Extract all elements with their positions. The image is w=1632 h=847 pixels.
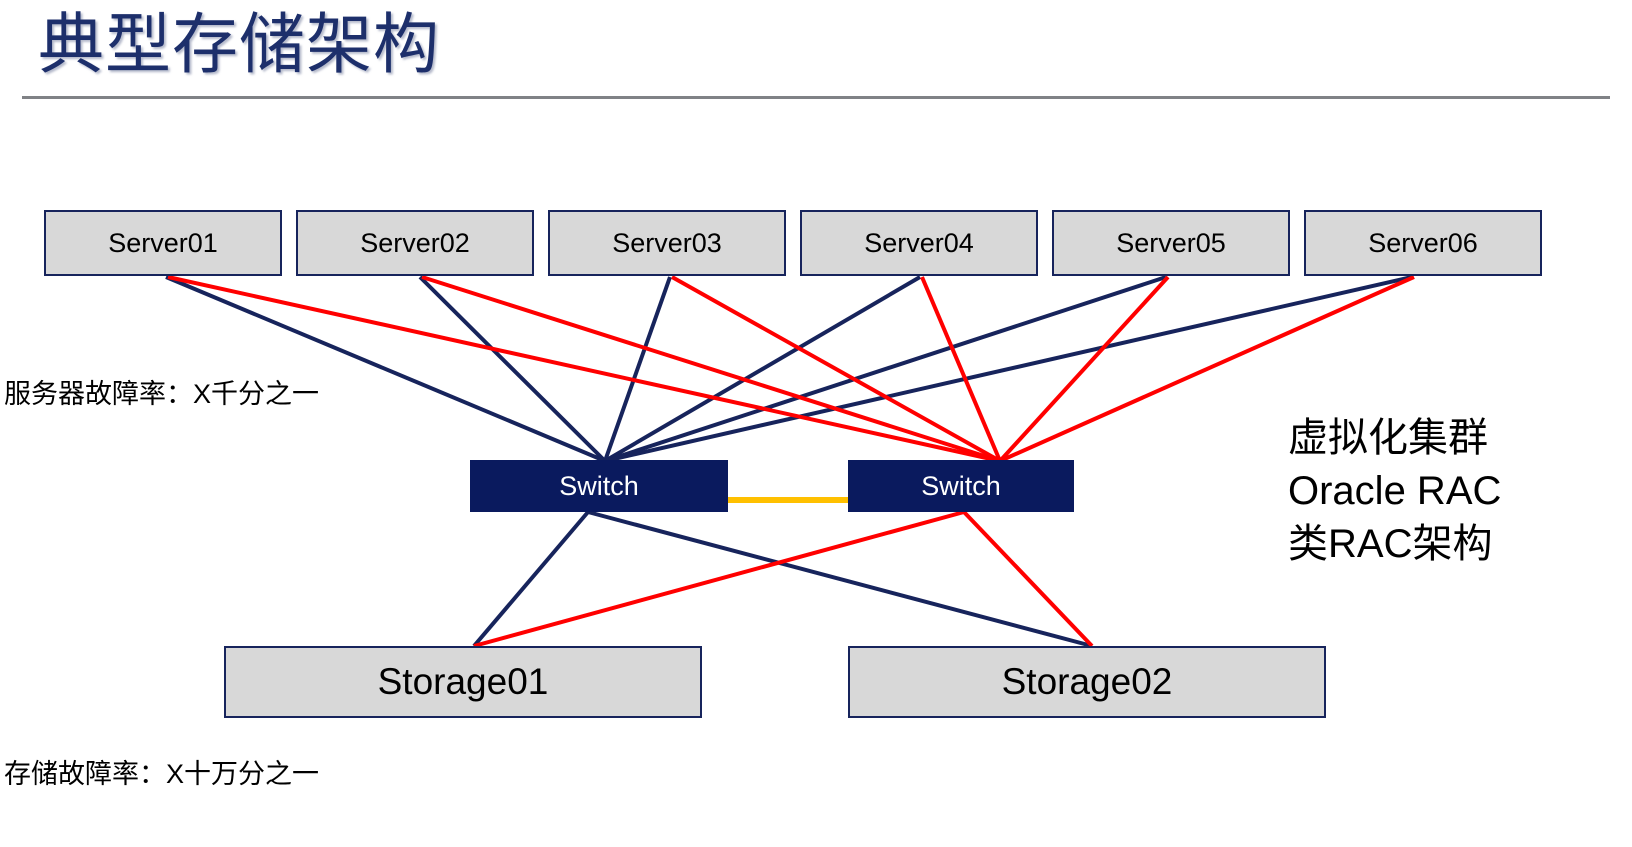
switch-node-1-label: Switch xyxy=(559,470,639,501)
links-server-to-switch-a xyxy=(165,275,1413,463)
server-node-2-label: Server02 xyxy=(360,227,470,258)
server-node-6[interactable]: Server06 xyxy=(1304,210,1542,276)
links-switch-b-to-storage xyxy=(473,510,1094,648)
storage-failure-rate-label: 存储故障率：X十万分之一 xyxy=(4,759,320,789)
link-server-switch-a-4 xyxy=(603,275,922,463)
server-node-3[interactable]: Server03 xyxy=(548,210,786,276)
title-divider xyxy=(22,96,1610,99)
server-node-1-label: Server01 xyxy=(108,227,218,258)
link-server-switch-b-4 xyxy=(920,276,1002,462)
cluster-annotation-line-1: 虚拟化集群 xyxy=(1288,416,1488,460)
link-server-switch-a-6 xyxy=(604,275,1413,463)
link-switch-a-storage-2 xyxy=(587,510,1093,648)
storage-node-1-label: Storage01 xyxy=(377,661,549,702)
link-switch-a-storage-1 xyxy=(472,510,590,648)
links-server-to-switch-b xyxy=(167,275,1415,463)
server-node-5-label: Server05 xyxy=(1116,227,1226,258)
server-node-3-label: Server03 xyxy=(612,227,722,258)
link-server-switch-b-2 xyxy=(421,275,1001,463)
link-server-switch-a-2 xyxy=(418,275,607,463)
server-node-5[interactable]: Server05 xyxy=(1052,210,1290,276)
link-server-switch-b-1 xyxy=(167,275,1001,463)
link-switch-b-storage-1 xyxy=(473,510,965,648)
storage-node-1[interactable]: Storage01 xyxy=(224,646,702,718)
link-server-switch-b-6 xyxy=(999,275,1415,463)
link-switch-b-storage-2 xyxy=(962,510,1094,648)
storage-node-2[interactable]: Storage02 xyxy=(848,646,1326,718)
server-node-1[interactable]: Server01 xyxy=(44,210,282,276)
server-node-4-label: Server04 xyxy=(864,227,974,258)
link-server-switch-b-5 xyxy=(998,275,1170,463)
cluster-annotation-line-3: 类RAC架构 xyxy=(1288,522,1493,566)
switch-node-2[interactable]: Switch xyxy=(848,460,1074,512)
server-node-2[interactable]: Server02 xyxy=(296,210,534,276)
server-failure-rate-label: 服务器故障率：X千分之一 xyxy=(4,379,320,409)
link-server-switch-a-3 xyxy=(603,276,672,462)
server-node-6-label: Server06 xyxy=(1368,227,1478,258)
switch-node-1[interactable]: Switch xyxy=(470,460,728,512)
storage-node-2-label: Storage02 xyxy=(1001,661,1173,702)
link-server-switch-a-5 xyxy=(604,275,1167,463)
cluster-annotation-line-2: Oracle RAC xyxy=(1288,469,1502,513)
link-server-switch-b-3 xyxy=(671,275,1001,463)
switch-node-2-label: Switch xyxy=(921,470,1001,501)
link-server-switch-a-1 xyxy=(165,275,606,463)
cluster-annotation: 虚拟化集群 Oracle RAC 类RAC架构 xyxy=(1288,412,1501,571)
server-node-4[interactable]: Server04 xyxy=(800,210,1038,276)
page-title: 典型存储架构 xyxy=(38,7,440,81)
links-switch-a-to-storage xyxy=(472,510,1093,648)
